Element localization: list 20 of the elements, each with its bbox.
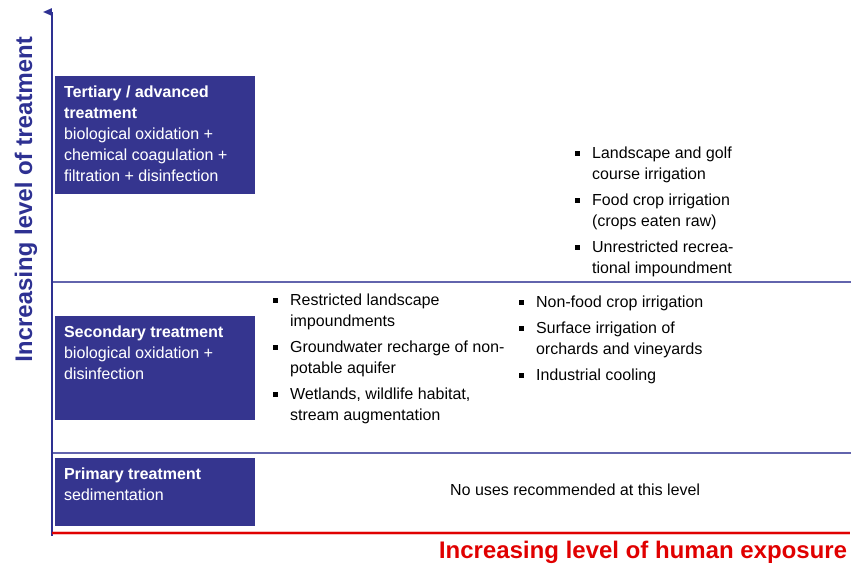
bullet-item: Restricted landscape impoundments [270, 290, 505, 332]
treatment-level-box [55, 316, 255, 420]
note-text: No uses recommended at this level [449, 482, 701, 500]
level-heading: Primary treatment [64, 465, 202, 485]
axis-title: Increasing level of human exposure [438, 537, 847, 565]
bullet-item: Unrestricted recrea-tional impoundment [572, 237, 757, 279]
bullet-item: Landscape and golf course irrigation [572, 143, 757, 185]
bullet-item: Non-food crop irrigation [516, 292, 741, 313]
bullet-item: Wetlands, wildlife habitat, stream augmentation [270, 384, 505, 426]
axis-title: Increasing level of treatment [11, 35, 39, 364]
process-description: biological oxidation + chemical coagulation + filtration + disinfection [64, 125, 228, 187]
level-heading: Secondary treatment [64, 323, 224, 343]
process-description: sedimentation [64, 486, 165, 506]
process-description: biological oxidation + disinfection [64, 344, 214, 385]
bullet-item: Industrial cooling [516, 365, 741, 386]
treatment-level-box [55, 458, 255, 526]
bullet-item: Surface irrigation of orchards and vineyards [516, 318, 741, 360]
bullet-item: Groundwater recharge of non-potable aquifer [270, 337, 505, 379]
bullet-item: Food crop irrigation (crops eaten raw) [572, 190, 757, 232]
treatment-level-box [55, 76, 255, 194]
